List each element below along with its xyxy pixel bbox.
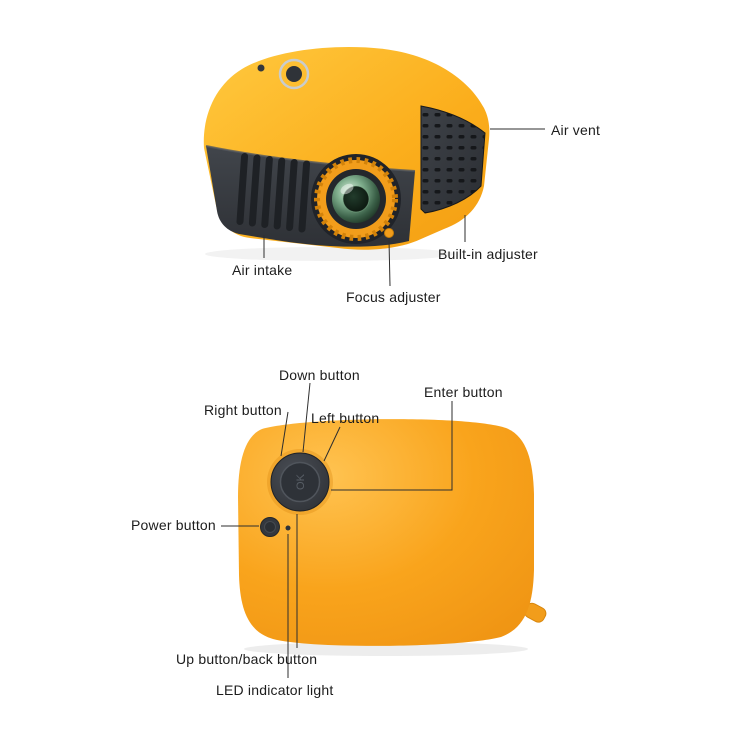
power-button-inner <box>264 521 276 533</box>
dial-center <box>279 461 321 503</box>
projector-perspective-view <box>203 47 490 261</box>
vent-holes <box>421 106 485 213</box>
air-vent-panel <box>420 105 486 214</box>
focus-ring-teeth <box>314 157 398 241</box>
vent-cap-edge <box>420 105 486 214</box>
grille-slat <box>298 160 311 233</box>
focus-adjuster-knob <box>384 228 394 238</box>
lens-core <box>342 185 370 213</box>
left-button-label: Left button <box>311 410 380 426</box>
up-back-button-label: Up button/back button <box>176 651 318 667</box>
projector-shadow <box>205 247 455 261</box>
left-button-callout-line <box>323 426 341 462</box>
down-button-callout-line <box>302 382 311 453</box>
projector-top-view: OK <box>238 419 547 656</box>
power-button-control <box>260 517 280 537</box>
grille-slat <box>261 156 273 228</box>
lens <box>311 154 401 244</box>
top-sensor-window <box>286 66 302 82</box>
built-in-adjuster-label: Built-in adjuster <box>438 246 538 262</box>
grille-slat <box>248 154 261 227</box>
focus-adjuster-callout-line <box>388 239 391 287</box>
control-dial: OK <box>267 449 333 515</box>
grille-slat <box>273 157 286 230</box>
enter-button-callout-line <box>331 401 453 491</box>
top-sensor-ring <box>278 58 310 90</box>
lens-highlight <box>340 183 354 195</box>
projector-body-top <box>238 419 534 646</box>
led-indicator-label: LED indicator light <box>216 682 334 698</box>
down-button-label: Down button <box>279 367 360 383</box>
air-vent-label: Air vent <box>551 122 601 138</box>
grille-slat <box>236 153 249 225</box>
callout-lines-perspective <box>263 128 545 287</box>
led-indicator-dot <box>285 525 291 531</box>
callout-lines-top-view <box>221 382 453 678</box>
projector-shadow <box>244 642 528 656</box>
dial-ok-text: OK <box>295 473 307 490</box>
front-panel-bevel <box>205 145 416 172</box>
grille-slat <box>286 159 298 231</box>
power-button-label: Power button <box>131 517 216 533</box>
top-indicator-dot <box>257 64 265 72</box>
right-button-label: Right button <box>204 402 282 418</box>
air-intake-label: Air intake <box>232 262 293 278</box>
enter-button-label: Enter button <box>424 384 503 400</box>
focus-adjuster-label: Focus adjuster <box>346 289 441 305</box>
air-intake-grille <box>236 153 311 233</box>
right-button-callout-line <box>280 411 289 457</box>
